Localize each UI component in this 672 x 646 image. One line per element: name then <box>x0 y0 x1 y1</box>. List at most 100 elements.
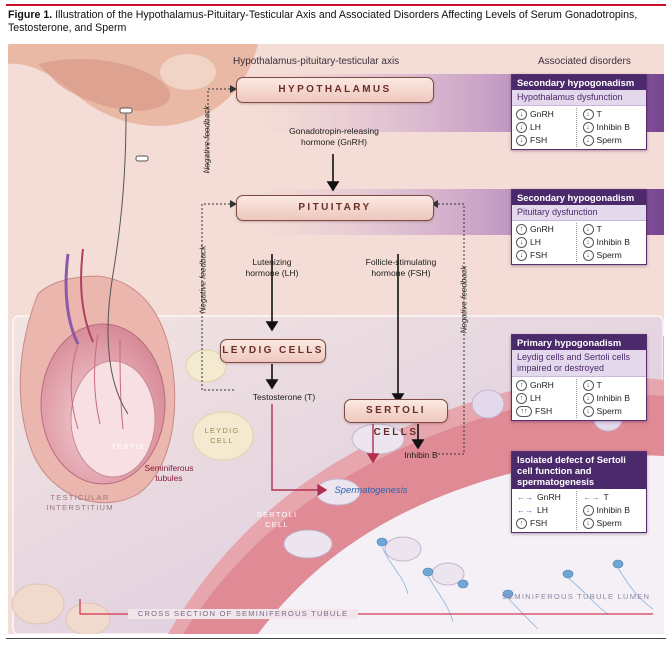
disorder-subtitle: Hypothalamus dysfunction <box>512 90 646 106</box>
hormone-column: ←→GnRH←→LH↑FSH <box>516 491 576 530</box>
normal-level-icon: ←→ <box>583 493 600 502</box>
decreased-level-icon: ↓ <box>582 109 594 121</box>
hormone-name: LH <box>530 237 541 247</box>
pituitary-box: PITUITARY <box>236 195 434 221</box>
hormone-name: Sperm <box>596 135 622 145</box>
hormone-level: ↑GnRH <box>516 223 576 236</box>
hormone-name: Inhibin B <box>596 393 630 403</box>
increased-level-icon: ↑ <box>516 393 527 405</box>
hormone-level: ↓LH <box>516 121 576 134</box>
decreased-level-icon: ↓ <box>516 250 527 262</box>
sertoli-cell-label: SERTOLI CELL <box>256 510 298 529</box>
disorder-title: Secondary hypogonadism <box>512 190 646 205</box>
hormone-column: ↑GnRH↑LH↑↑FSH <box>516 379 576 418</box>
hormone-level: ↓Sperm <box>582 134 643 147</box>
disorder-title: Primary hypogonadism <box>512 335 646 350</box>
hormone-column: ←→T↓Inhibin B↓Sperm <box>575 491 643 530</box>
decreased-level-icon: ↓ <box>582 406 594 418</box>
top-rule <box>6 4 666 6</box>
greatly-increased-level-icon: ↑↑ <box>516 406 532 418</box>
lumen-label: SEMINIFEROUS TUBULE LUMEN <box>501 592 651 601</box>
hormone-name: LH <box>537 505 548 515</box>
hormone-level: ←→GnRH <box>516 491 576 504</box>
leydig-cells-box: LEYDIG CELLS <box>220 339 326 363</box>
hormone-level: ↑↑FSH <box>516 405 576 418</box>
disorder-subtitle: Leydig cells and Sertoli cells impaired … <box>512 350 646 377</box>
hormone-name: Inhibin B <box>596 237 630 247</box>
hormone-level: ←→T <box>583 491 643 504</box>
decreased-level-icon: ↓ <box>516 237 527 249</box>
decreased-level-icon: ↓ <box>582 122 594 134</box>
hormone-level: ↓Inhibin B <box>582 121 643 134</box>
hormone-name: FSH <box>530 518 548 528</box>
fsh-label: Follicle-stimulating hormone (FSH) <box>365 257 437 278</box>
hormone-level: ↑GnRH <box>516 379 576 392</box>
hormone-name: GnRH <box>530 380 554 390</box>
hormone-name: GnRH <box>530 109 554 119</box>
hormone-level: ↓GnRH <box>516 108 576 121</box>
hormone-name: GnRH <box>537 492 561 502</box>
hormone-name: FSH <box>535 406 553 416</box>
leydig-cell-label: LEYDIG CELL <box>204 426 240 445</box>
hormone-name: Sperm <box>596 518 622 528</box>
testicular-interstitium-label: TESTICULAR INTERSTITIUM <box>46 493 114 512</box>
hormone-level: ↓Sperm <box>582 405 643 418</box>
hormone-levels: ↑GnRH↑LH↑↑FSH↓T↓Inhibin B↓Sperm <box>512 377 646 420</box>
hormone-name: T <box>596 380 602 390</box>
lh-label: Lutenizing hormone (LH) <box>245 257 299 278</box>
figure-title: Figure 1. Illustration of the Hypothalam… <box>8 9 638 34</box>
increased-level-icon: ↑ <box>516 224 527 236</box>
illustration-panel: Hypothalamus-pituitary-testicular axis A… <box>8 44 664 634</box>
hormone-name: LH <box>530 122 541 132</box>
disorder-subtitle: Pituitary dysfunction <box>512 205 646 221</box>
hormone-levels: ↓GnRH↓LH↓FSH↓T↓Inhibin B↓Sperm <box>512 106 646 149</box>
disorder-card: Isolated defect of Sertoli cell function… <box>511 451 647 533</box>
hormone-level: ↓LH <box>516 236 576 249</box>
hypothalamus-box: HYPOTHALAMUS <box>236 77 434 103</box>
hormone-level: ↑LH <box>516 392 576 405</box>
decreased-level-icon: ↓ <box>516 135 527 147</box>
hormone-level: ↓T <box>582 223 643 236</box>
decreased-level-icon: ↓ <box>582 380 594 392</box>
hormone-column: ↓T↓Inhibin B↓Sperm <box>575 379 643 418</box>
hormone-level: ←→ LH <box>516 504 576 517</box>
hormone-level: ↓FSH <box>516 134 576 147</box>
hormone-level: ↓Sperm <box>582 517 643 530</box>
axis-header: Hypothalamus-pituitary-testicular axis <box>233 56 400 67</box>
sertoli-cells-box: SERTOLI CELLS <box>344 399 448 438</box>
normal-level-icon: ←→ <box>517 506 533 515</box>
hormone-levels: ↑GnRH↓LH↓FSH↓T↓Inhibin B↓Sperm <box>512 221 646 264</box>
hormone-name: Inhibin B <box>596 122 630 132</box>
decreased-level-icon: ↓ <box>582 518 594 530</box>
disorder-title: Isolated defect of Sertoli cell function… <box>512 452 646 489</box>
feedback-label-lower: Negative feedback <box>198 245 208 314</box>
hormone-levels: ←→GnRH←→LH↑FSH←→T↓Inhibin B↓Sperm <box>512 489 646 532</box>
hormone-level: ↓Sperm <box>582 249 643 262</box>
hormone-level: ↓Inhibin B <box>582 504 643 517</box>
hormone-name: LH <box>530 393 541 403</box>
hormone-column: ↓T↓Inhibin B ↓Sperm <box>575 223 643 262</box>
hormone-column: ↓GnRH↓LH↓FSH <box>516 108 576 147</box>
inhibin-label: Inhibin B <box>404 450 438 460</box>
decreased-level-icon: ↓ <box>582 393 594 405</box>
decreased-level-icon: ↓ <box>582 224 594 236</box>
decreased-level-icon: ↓ <box>582 135 594 147</box>
decreased-level-icon: ↓ <box>582 237 594 249</box>
spermatogenesis-label: Spermatogenesis <box>334 484 408 495</box>
gnrh-label: Gonadotropin-releasing hormone (GnRH) <box>289 126 379 147</box>
hormone-name: T <box>603 492 609 502</box>
hormone-level: ↓FSH <box>516 249 576 262</box>
feedback-label-right: Negative feedback <box>459 265 469 334</box>
decreased-level-icon: ↓ <box>516 122 527 134</box>
decreased-level-icon: ↓ <box>582 505 594 517</box>
hormone-name: Sperm <box>596 406 622 416</box>
seminiferous-tubules-label: Seminiferous tubules <box>144 463 194 483</box>
hormone-name: FSH <box>530 250 548 260</box>
testis-label: TESTIS <box>111 442 145 451</box>
hormone-column: ↑GnRH↓LH↓FSH <box>516 223 576 262</box>
increased-level-icon: ↑ <box>516 380 527 392</box>
hormone-name: FSH <box>530 135 548 145</box>
